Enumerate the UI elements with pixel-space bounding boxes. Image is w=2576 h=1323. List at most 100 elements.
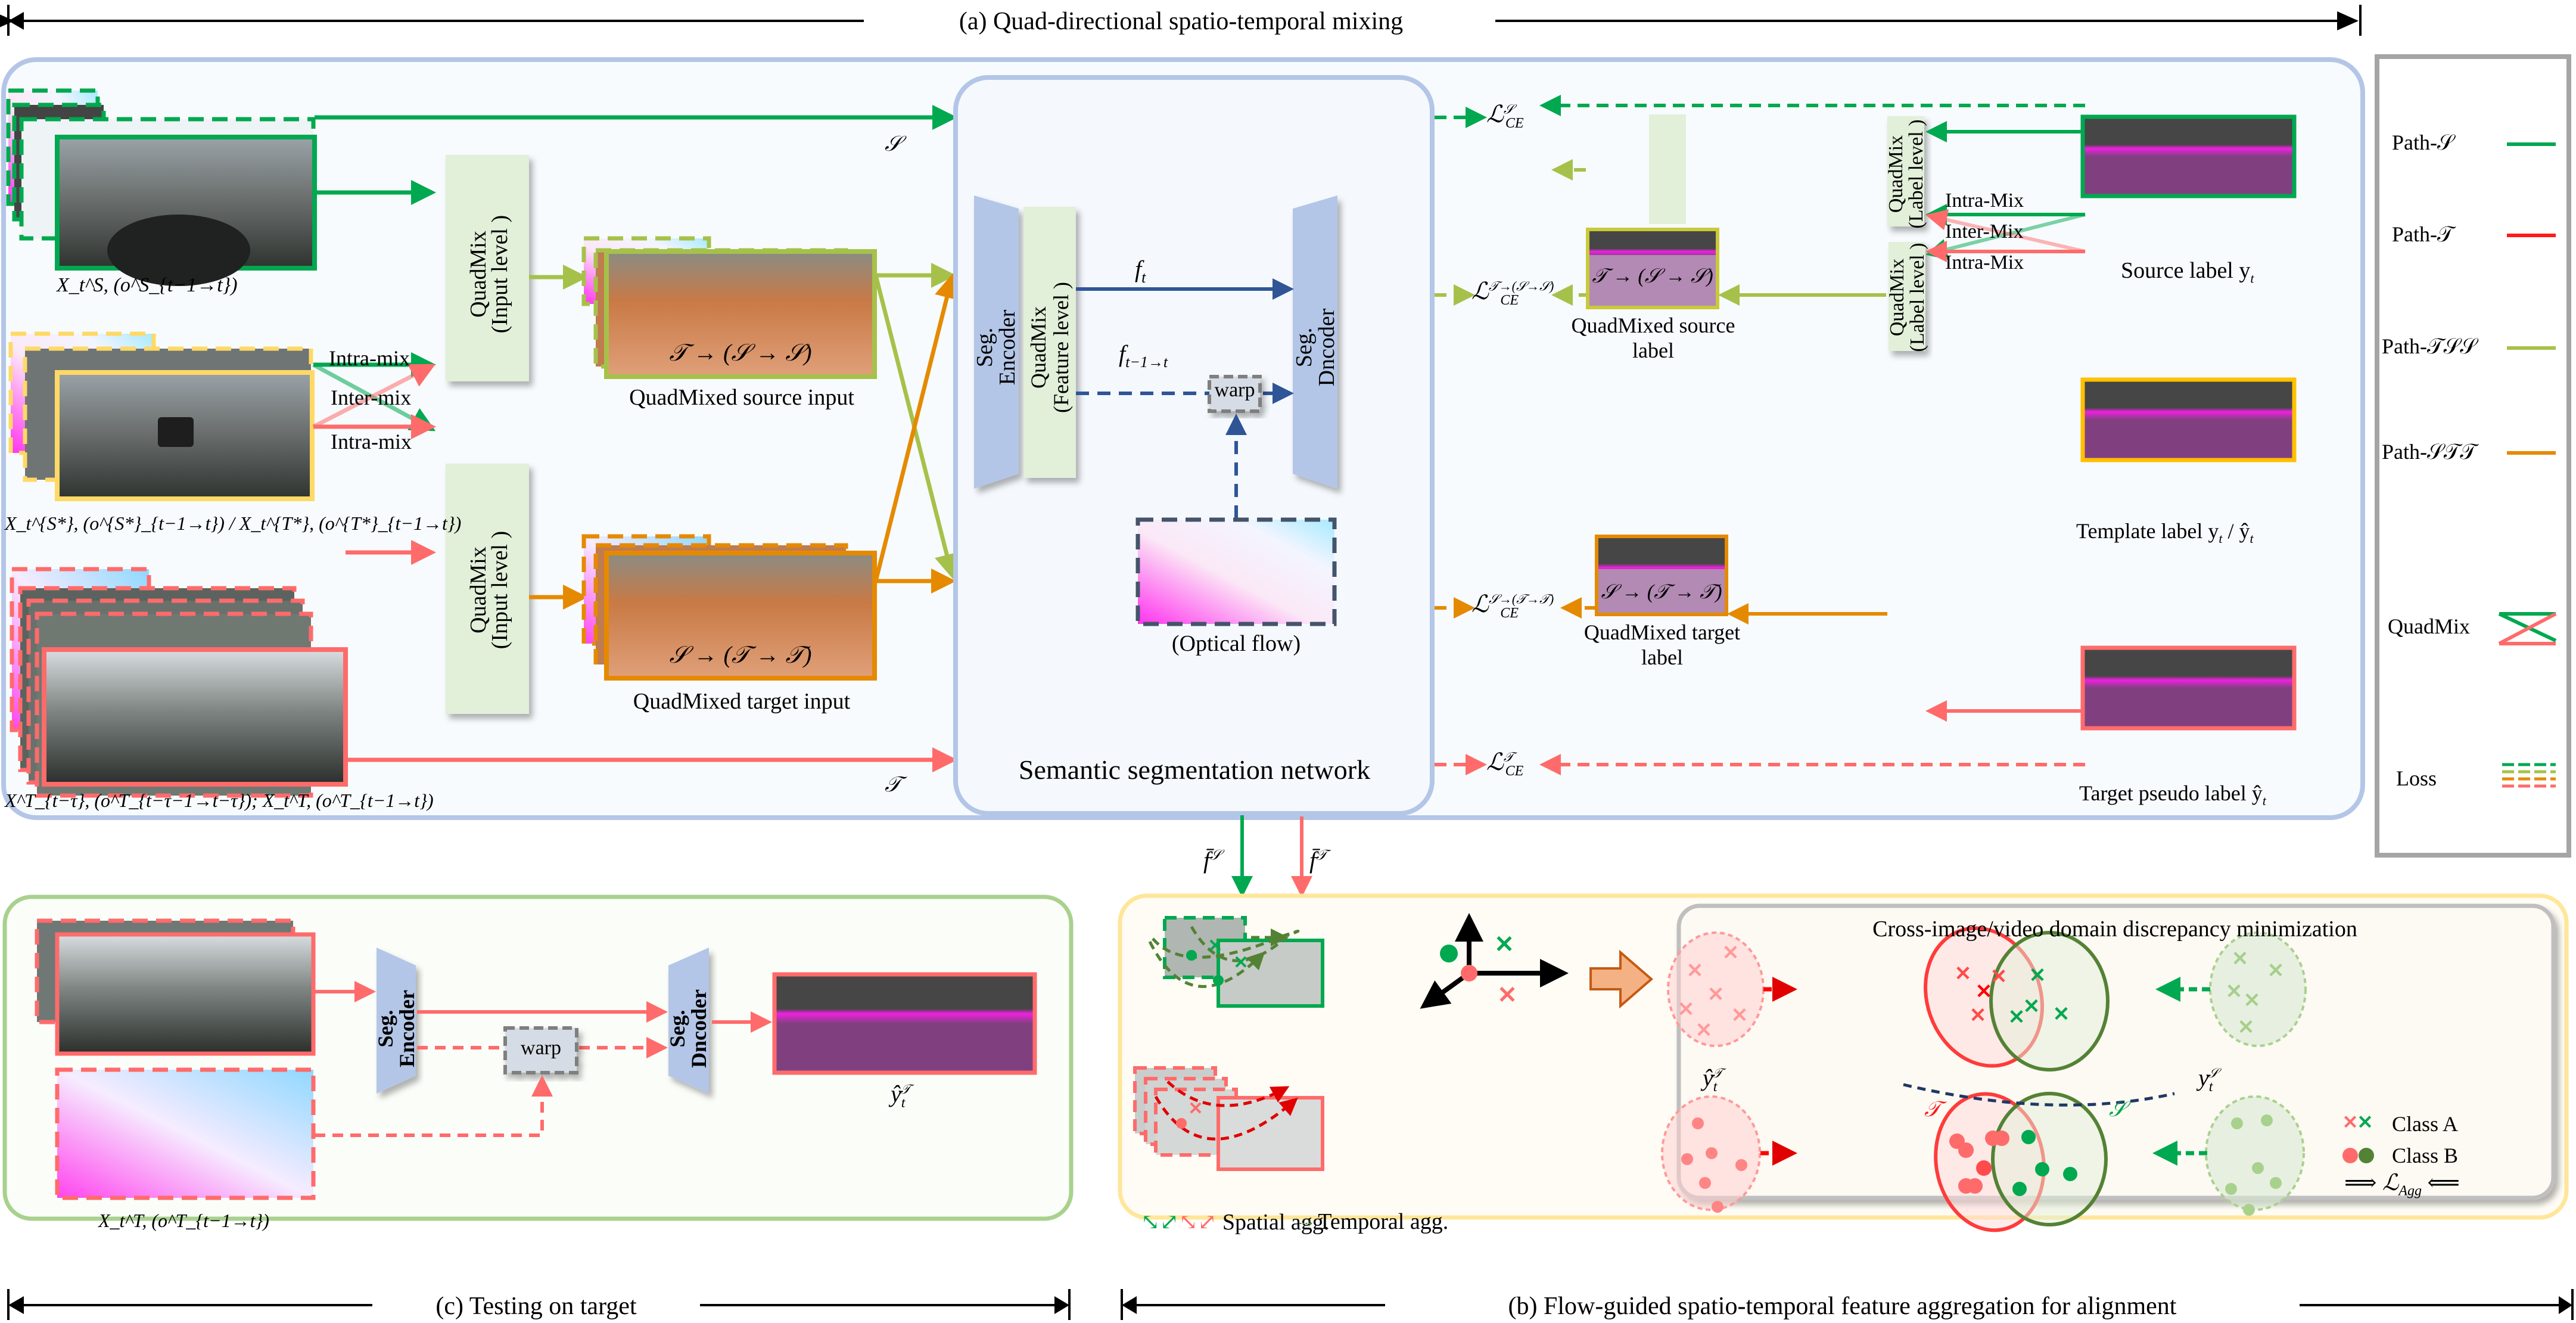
loss-main: ℒ (1471, 278, 1489, 305)
quadmix-sub: (Input level ) (487, 215, 512, 334)
quadmix-title: QuadMix (466, 546, 491, 633)
ft-main: f (1135, 256, 1142, 282)
inter-mix-label: Inter-mix (331, 386, 412, 409)
loss-ce-stt: ℒ𝒮→(𝒯→𝒯)CE (1471, 590, 1554, 622)
loss-sub: CE (1505, 116, 1524, 131)
temporal-agg-text: Temporal agg. (1318, 1209, 1449, 1234)
loss-sub: CE (1505, 763, 1524, 779)
source-input-caption: X_t^S, (o^S_{t−1→t}) (57, 274, 238, 296)
arrow-mixed-target-cross (873, 273, 959, 582)
feature-ft-label: ft (1135, 255, 1146, 287)
intra-mix-label-top: Intra-mix (329, 346, 410, 370)
caption-text: Target pseudo label ŷ (2079, 781, 2263, 805)
cluster-dots (1681, 1114, 2282, 1216)
test-decoder-line2: Dncoder (687, 989, 711, 1068)
svg-text:✕: ✕ (1955, 963, 1972, 985)
fbar-t-label: f̄𝒯 (1309, 846, 1327, 874)
fprev-sub: t−1→t (1125, 353, 1168, 371)
caption-sub: t (2262, 793, 2266, 809)
quadmix-input-block-bottom (446, 464, 529, 714)
fprev-main: f (1119, 340, 1126, 367)
svg-text:✕: ✕ (2267, 960, 2285, 982)
spatial-agg-text: Spatial agg. (1222, 1210, 1330, 1235)
path-t-symbol: 𝒯 (885, 772, 901, 796)
intra-mix-label-bottom: Intra-mix (331, 430, 412, 454)
loss-ce-s: ℒ𝒮CE (1486, 100, 1524, 132)
spatial-agg-markers: ✕ ✕ ✕ (1176, 936, 1249, 1129)
svg-text:✕: ✕ (1970, 1005, 1987, 1027)
big-orange-arrow-icon (1589, 949, 1654, 1009)
temporal-agg-icon: ⇢ (1299, 1215, 1313, 1233)
svg-text:✕: ✕ (1233, 953, 1248, 973)
quadmix-label-bottom-label: QuadMix (Label level ) (1886, 214, 1928, 381)
left-hollow-arrow-icon: ⟸ (2427, 1170, 2460, 1195)
fbar-main: f̄ (1203, 847, 1211, 874)
seg-encoder-label: Seg. Encoder (972, 258, 1020, 437)
mixed-target-input-stack (581, 534, 877, 681)
warp-label: warp (1214, 379, 1255, 401)
source-domain-ellipse-a (1989, 931, 2110, 1072)
agg-loss-sub: Agg (2398, 1183, 2422, 1199)
loss-ce-t: ℒ𝒯CE (1486, 748, 1523, 779)
svg-text:✕: ✕ (1188, 1099, 1203, 1119)
template-input-stack (8, 331, 315, 501)
target-input-stack (10, 567, 348, 798)
label-sub: t (2208, 1079, 2213, 1095)
svg-text:✕: ✕ (1722, 942, 1740, 964)
quadmix-feature-label-line1: QuadMix (1026, 306, 1050, 389)
temporal-arrow-red-1 (1166, 1080, 1290, 1107)
section-b-title: (b) Flow-guided spatio-temporal feature … (1508, 1293, 2177, 1320)
mixed-target-label-overlay: 𝒮 → (𝒯 → 𝒯) (1601, 581, 1722, 603)
legend-quadmix-label: QuadMix (2388, 614, 2470, 638)
network-title: Semantic segmentation network (1018, 754, 1371, 785)
test-warp-label: warp (521, 1037, 561, 1059)
svg-text:✕: ✕ (1687, 960, 1704, 982)
svg-text:✕: ✕ (1707, 984, 1725, 1006)
output-sub: t (901, 1095, 906, 1111)
svg-text:✕: ✕ (2244, 990, 2261, 1012)
seg-encoder-label-line2: Encoder (995, 309, 1020, 386)
separation-arc (1903, 1083, 2175, 1107)
source-label-image (2080, 114, 2297, 198)
legend-path-stt-label: Path-𝒮𝒯𝒯 (2382, 440, 2477, 464)
feature-space-axes: ✕ ✕ (1420, 913, 1569, 1009)
mixed-target-overlay: 𝒮 → (𝒯 → 𝒯) (669, 641, 812, 668)
legend-box (2375, 54, 2571, 858)
output-sup: 𝒯 (900, 1081, 911, 1097)
target-feature-frame (1217, 1096, 1324, 1171)
section-a-title: (a) Quad-directional spatio-temporal mix… (959, 8, 1404, 35)
class-a-label: Class A (2392, 1112, 2459, 1136)
source-label-caption: Source label yt (2121, 257, 2254, 287)
svg-text:✕: ✕ (2238, 1017, 2255, 1039)
mixed-source-label-overlay: 𝒯 → (𝒮 → 𝒮) (1592, 265, 1713, 287)
optical-flow-caption: (Optical flow) (1171, 631, 1301, 656)
quadmix-input-bottom-label: QuadMix (Input level ) (466, 501, 512, 679)
svg-text:✕: ✕ (1497, 982, 1517, 1008)
template-input-caption: X_t^{S*}, (o^{S*}_{t−1→t}) / X_t^{T*}, (… (5, 513, 462, 534)
domain-s-symbol: 𝒮 (2109, 1097, 2126, 1121)
label-intra-mix-top: Intra-Mix (1945, 190, 2024, 212)
seg-decoder-block (1293, 195, 1337, 489)
caption-sub: t (2219, 531, 2223, 546)
temporal-arrow-red-2 (1154, 1095, 1298, 1141)
label-intra-mix-bottom: Intra-Mix (1945, 251, 2024, 274)
fbar-sup: 𝒯 (1316, 847, 1327, 864)
svg-text:✕: ✕ (2053, 1004, 2070, 1026)
svg-text:✕: ✕ (1678, 999, 1695, 1021)
quadmix-input-block-top (446, 155, 529, 381)
spatial-agg-red-icon: ⤡⤢ (1178, 1210, 1217, 1235)
discrepancy-box (1676, 903, 2556, 1200)
section-c-title: (c) Testing on target (435, 1293, 637, 1320)
loss-sup: 𝒮 (1503, 101, 1514, 117)
test-input-caption: X_t^T, (o^T_{t−1→t}) (98, 1210, 269, 1231)
discrepancy-title: Cross-image/video domain discrepancy min… (1872, 917, 2357, 942)
temporal-agg-label: ⇢ Temporal agg. (1299, 1209, 1448, 1235)
test-output-label-image (772, 972, 1037, 1075)
spatial-agg-label: ⤡⤢⤡⤢ Spatial agg. (1141, 1209, 1329, 1235)
svg-text:✕: ✕ (2029, 965, 2046, 987)
legend-path-t-label: Path-𝒯 (2392, 222, 2454, 246)
svg-text:✕: ✕ (1731, 1005, 1749, 1027)
section-b-header (1121, 1289, 2574, 1320)
source-class-b-cluster (2205, 1095, 2305, 1211)
target-pseudo-label-image (2080, 645, 2297, 731)
